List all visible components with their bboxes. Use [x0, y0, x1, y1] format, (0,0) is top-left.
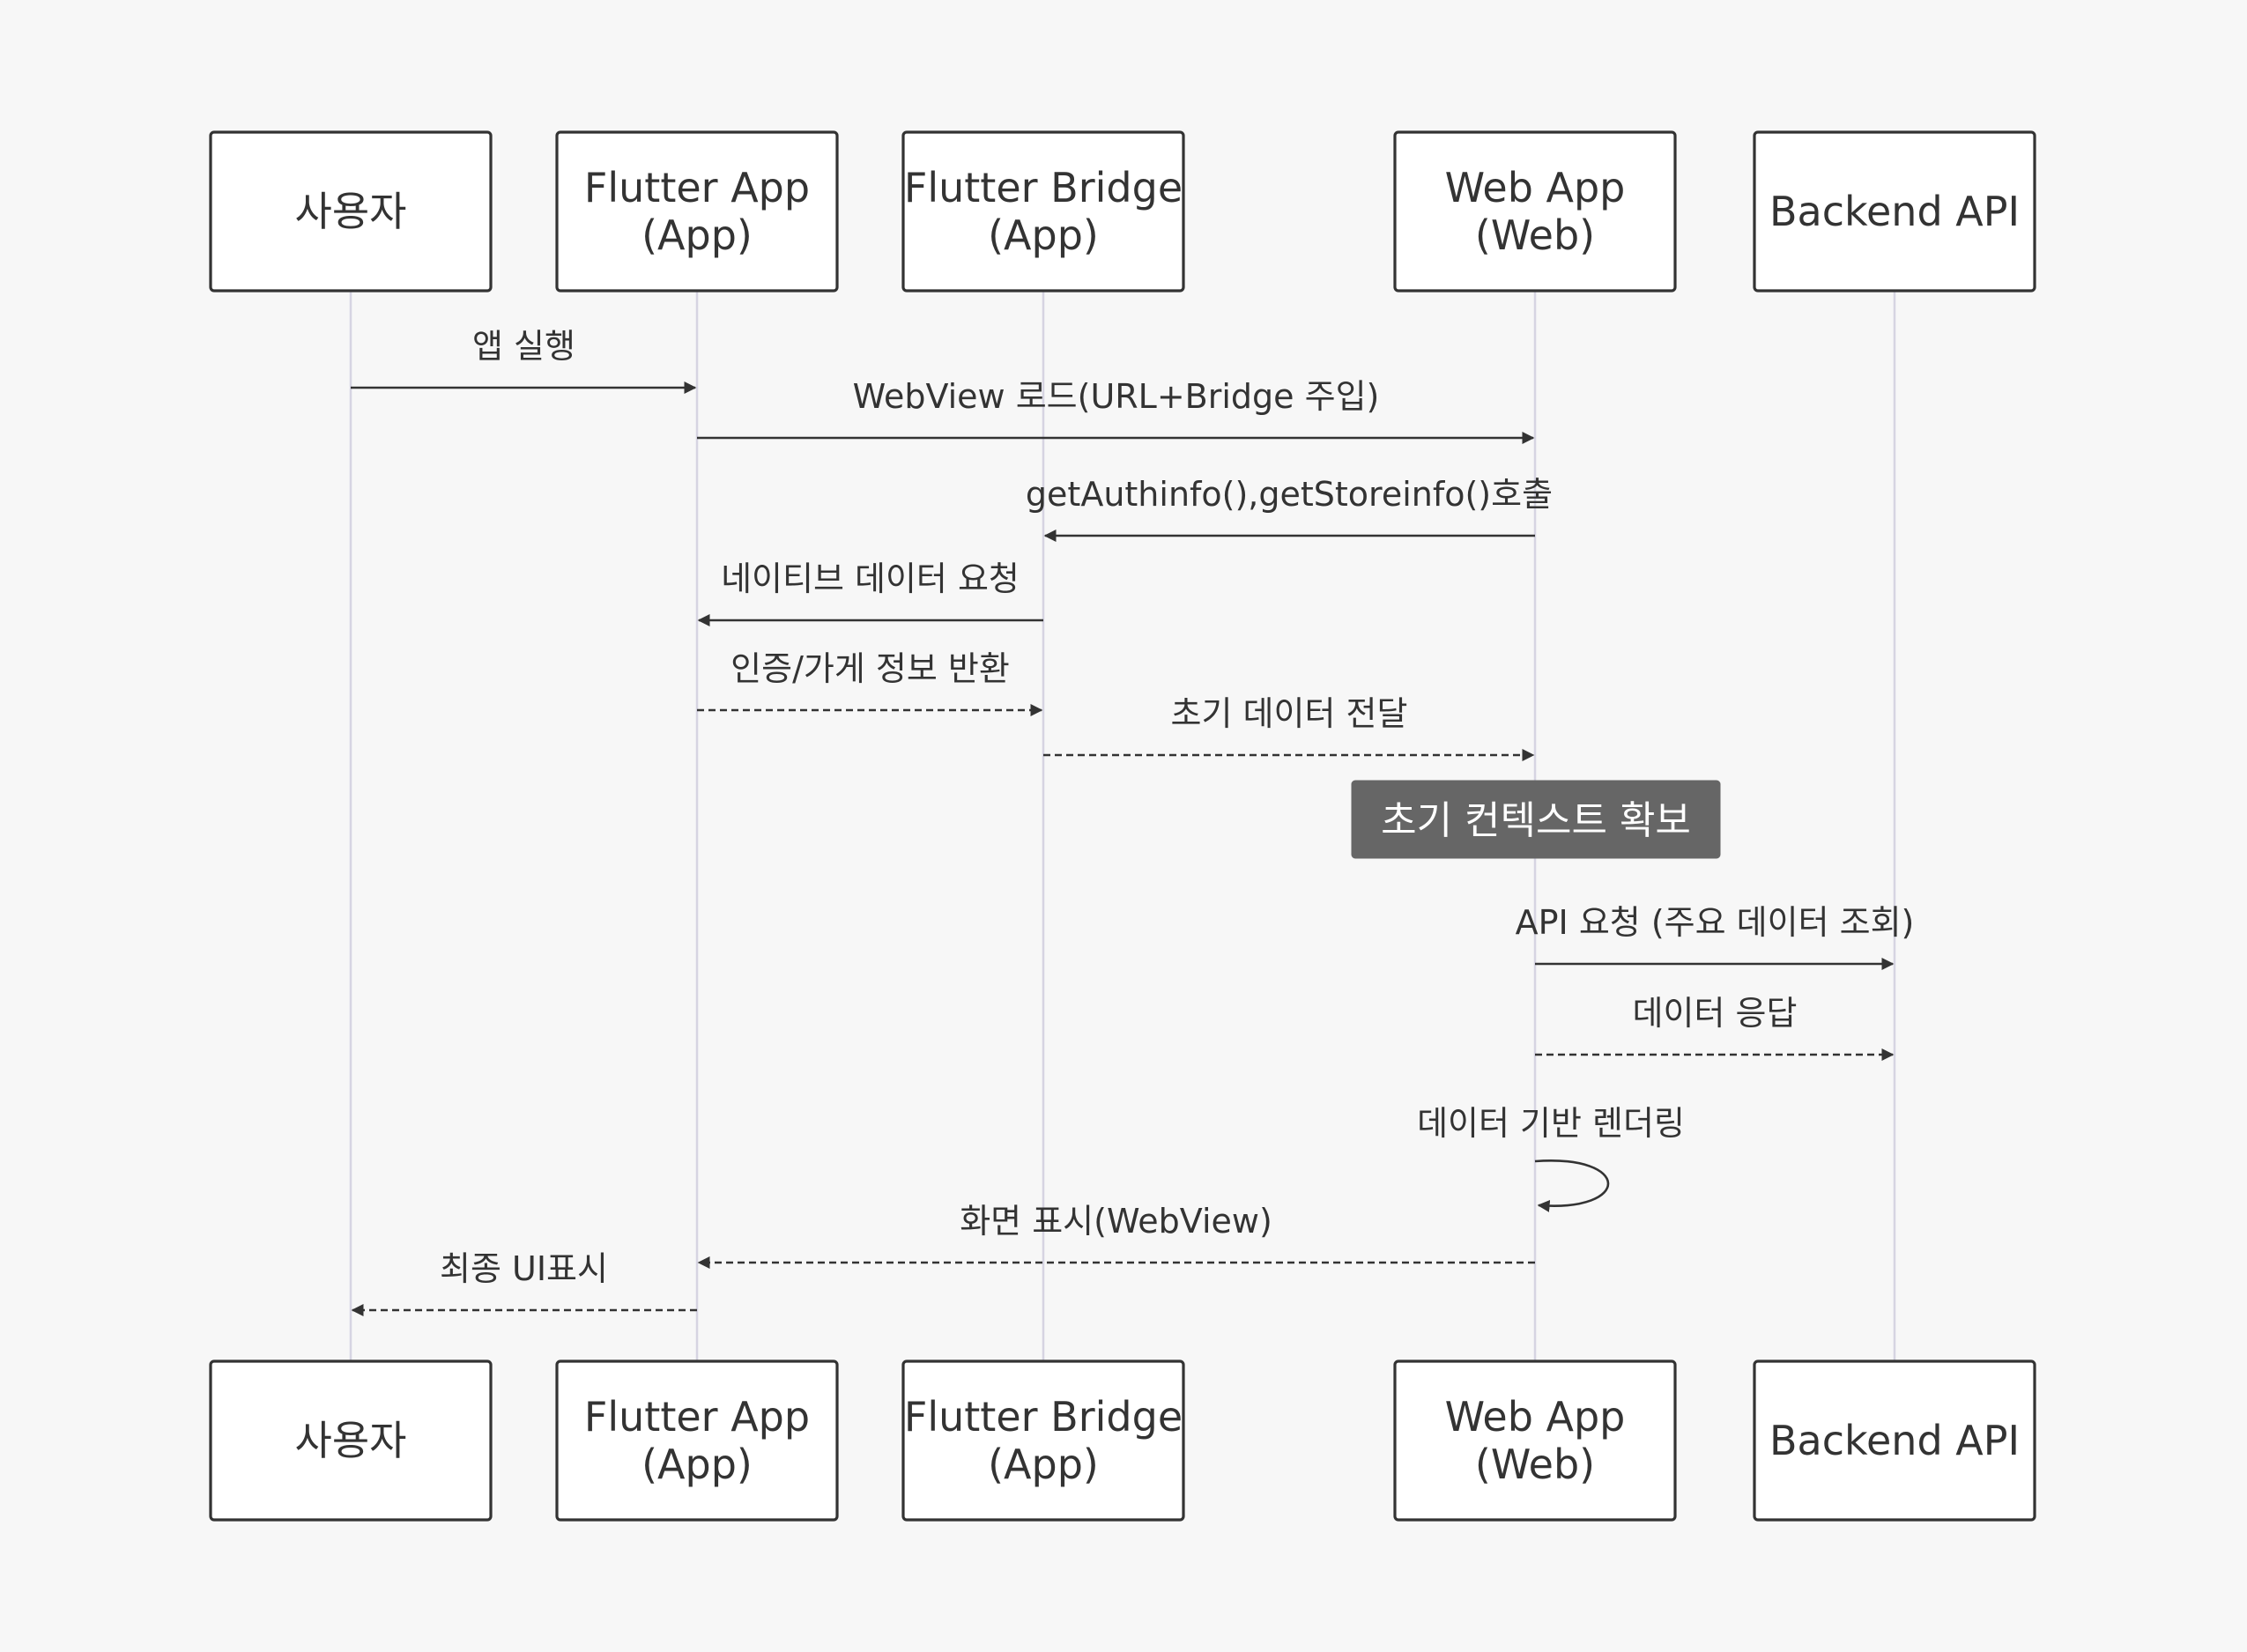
message-6: 초기 데이터 전달	[1043, 694, 1535, 761]
participant-flutter-bridge-top: Flutter Bridge(App)	[901, 130, 1185, 293]
participant-label: 사용자	[295, 188, 407, 235]
participant-box	[1393, 130, 1677, 293]
message-label: 앱 실행	[472, 327, 575, 366]
message-label: 화면 표시(WebView)	[960, 1202, 1272, 1241]
participant-user-bottom: 사용자	[209, 1359, 493, 1522]
participant-flutter-bridge-bottom: Flutter Bridge(App)	[901, 1359, 1185, 1522]
participant-label: (Web)	[1475, 211, 1595, 259]
participant-box	[209, 1359, 493, 1522]
participant-label: (App)	[988, 211, 1099, 259]
message-arrow	[1534, 1159, 1610, 1212]
participant-box	[209, 130, 493, 293]
participant-label: Flutter App	[584, 1393, 810, 1441]
participant-label: Web App	[1445, 164, 1626, 211]
message-label: 데이터 기반 렌더링	[1417, 1104, 1685, 1143]
participant-label: (App)	[641, 211, 753, 259]
note-text: 초기 컨텍스트 확보	[1381, 798, 1691, 843]
participant-label: Backend API	[1769, 1417, 2020, 1464]
message-label: 네이티브 데이터 요청	[721, 559, 1020, 598]
message-5: 인증/가게 정보 반환	[697, 649, 1043, 716]
participant-box	[555, 1359, 839, 1522]
participant-box	[1393, 1359, 1677, 1522]
participant-backend-api-bottom: Backend API	[1753, 1359, 2036, 1522]
participant-web-app-top: Web App(Web)	[1393, 130, 1677, 293]
participant-box	[1753, 1359, 2036, 1522]
participant-flutter-app-top: Flutter App(App)	[555, 130, 839, 293]
message-label: 초기 데이터 전달	[1171, 694, 1408, 733]
participant-label: Web App	[1445, 1393, 1626, 1441]
message-3: getAuthinfo(),getStoreinfo()호출	[1026, 475, 1553, 542]
participant-label: (App)	[641, 1441, 753, 1488]
participant-label: 사용자	[295, 1417, 407, 1464]
note: 초기 컨텍스트 확보	[1351, 780, 1721, 859]
message-label: getAuthinfo(),getStoreinfo()호출	[1026, 475, 1553, 514]
participant-box	[901, 130, 1185, 293]
message-label: 인증/가게 정보 반환	[730, 649, 1010, 688]
participant-box	[1753, 130, 2036, 293]
message-8: 데이터 응답	[1535, 994, 1895, 1061]
message-label: WebView 로드(URL+Bridge 주입)	[853, 377, 1380, 416]
note-box	[1351, 780, 1721, 859]
participant-box	[901, 1359, 1185, 1522]
participant-label: Flutter App	[584, 164, 810, 211]
message-1: 앱 실행	[351, 327, 697, 394]
messages: 앱 실행 WebView 로드(URL+Bridge 주입) getAuthinfo…	[351, 327, 1915, 1316]
participant-label: Flutter Bridge	[904, 164, 1183, 211]
participant-backend-api-top: Backend API	[1753, 130, 2036, 293]
participant-label: Backend API	[1769, 188, 2020, 235]
participant-web-app-bottom: Web App(Web)	[1393, 1359, 1677, 1522]
message-label: 최종 UI표시	[440, 1249, 608, 1288]
participant-label: (Web)	[1475, 1441, 1595, 1488]
message-label: 데이터 응답	[1633, 994, 1798, 1033]
message-10: 화면 표시(WebView)	[697, 1202, 1535, 1269]
message-4: 네이티브 데이터 요청	[697, 559, 1043, 626]
message-11: 최종 UI표시	[351, 1249, 697, 1316]
lifelines	[349, 291, 1896, 1361]
participant-user-top: 사용자	[209, 130, 493, 293]
participant-label: Flutter Bridge	[904, 1393, 1183, 1441]
message-2: WebView 로드(URL+Bridge 주입)	[697, 377, 1535, 444]
message-7: API 요청 (주요 데이터 조회)	[1516, 903, 1915, 970]
message-label: API 요청 (주요 데이터 조회)	[1516, 903, 1915, 942]
participant-box	[555, 130, 839, 293]
message-9: 데이터 기반 렌더링	[1417, 1104, 1685, 1212]
participant-label: (App)	[988, 1441, 1099, 1488]
participant-flutter-app-bottom: Flutter App(App)	[555, 1359, 839, 1522]
